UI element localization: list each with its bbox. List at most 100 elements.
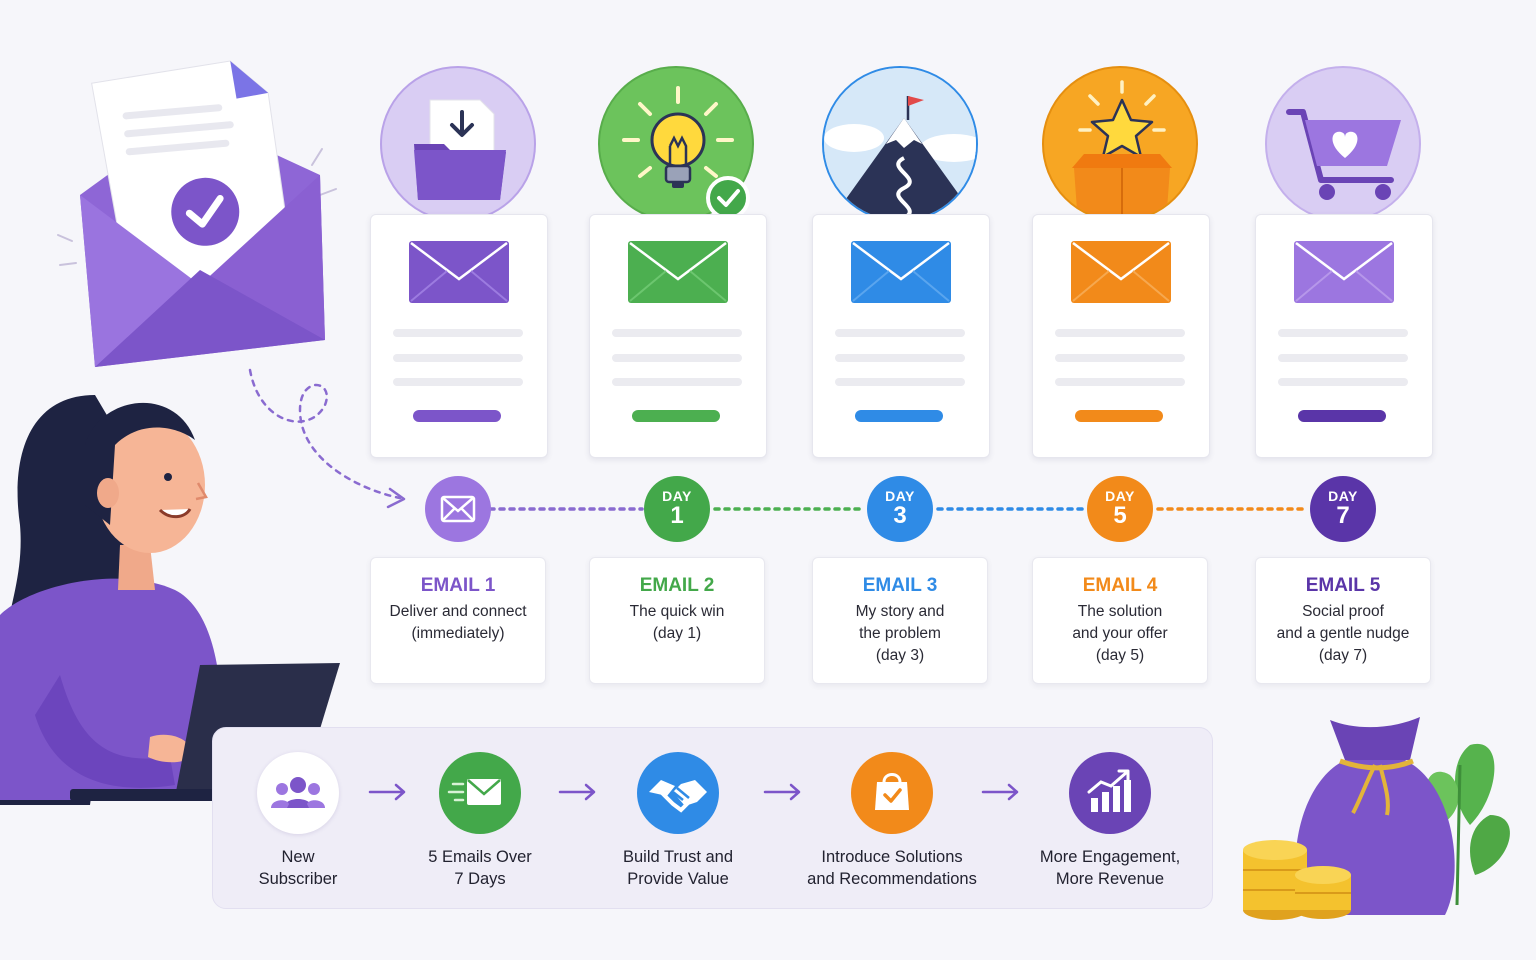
flow-step-label: Introduce Solutions and Recommendations: [787, 846, 997, 890]
email-label-card-2: EMAIL 2 The quick win (day 1): [589, 557, 765, 684]
email-label-card-3: EMAIL 3 My story and the problem (day 3): [812, 557, 988, 684]
flow-step-solutions-circle: [851, 752, 933, 834]
shopping-cart-heart-icon: [1286, 109, 1401, 200]
email-title: EMAIL 1: [420, 575, 496, 596]
flow-label-line: New: [281, 848, 315, 866]
flow-label-line: More Engagement,: [1039, 848, 1181, 866]
text-placeholder-line: [393, 354, 523, 362]
flow-step-trust-circle: [637, 752, 719, 834]
flow-step-label: New Subscriber: [218, 846, 378, 890]
folder-download-icon: [414, 99, 506, 200]
shopping-bag-check-icon: [875, 773, 909, 810]
day-number: 5: [1113, 502, 1127, 529]
topic-circle-lightbulb: [598, 66, 754, 222]
email-title: EMAIL 2: [639, 575, 715, 596]
cta-placeholder-bar: [1075, 410, 1163, 422]
envelope-icon: [628, 241, 728, 303]
email-preview-card-2: [589, 214, 767, 458]
handshake-icon: [649, 780, 707, 813]
text-placeholder-line: [1055, 329, 1185, 337]
description-line: The solution: [1077, 603, 1163, 620]
flow-step-label: Build Trust and Provide Value: [593, 846, 763, 890]
day-label: DAY: [662, 488, 692, 504]
envelope-icon: [1071, 241, 1171, 303]
email-description: Social proof and a gentle nudge (day 7): [1256, 601, 1430, 667]
day-label: DAY: [885, 488, 915, 504]
timeline-dotted-line: [488, 507, 1310, 511]
flow-step-new-subscriber-circle: [257, 752, 339, 834]
description-line: and a gentle nudge: [1276, 625, 1410, 642]
email-description: Deliver and connect (immediately): [371, 601, 545, 645]
flow-step-label: More Engagement, More Revenue: [1020, 846, 1200, 890]
timeline-marker-day-7: DAY 7: [1310, 476, 1376, 542]
timeline-marker-email-1: [425, 476, 491, 542]
flow-label-line: More Revenue: [1055, 870, 1165, 888]
description-line: and your offer: [1072, 625, 1168, 642]
envelope-icon: [409, 241, 509, 303]
flow-step-revenue-circle: [1069, 752, 1151, 834]
flow-label-line: Provide Value: [627, 870, 729, 888]
email-send-icon: [447, 779, 501, 805]
lightbulb-check-icon: [622, 86, 750, 220]
star-box-icon: [1072, 80, 1172, 220]
flow-label-line: and Recommendations: [807, 870, 977, 888]
email-title: EMAIL 3: [862, 575, 938, 596]
email-delivered-illustration: [57, 60, 337, 367]
cta-placeholder-bar: [855, 410, 943, 422]
timeline-marker-day-3: DAY 3: [867, 476, 933, 542]
text-placeholder-line: [1055, 354, 1185, 362]
dashed-arrow-decoration: [248, 368, 406, 509]
envelope-icon: [851, 241, 951, 303]
description-line: Social proof: [1302, 603, 1384, 620]
text-placeholder-line: [1278, 378, 1408, 386]
topic-circle-star-box: [1042, 66, 1198, 222]
description-line: the problem: [859, 625, 941, 642]
email-description: The quick win (day 1): [590, 601, 764, 645]
topic-circle-folder: [380, 66, 536, 222]
description-line: (day 3): [875, 647, 925, 664]
day-number: 7: [1336, 502, 1350, 529]
people-group-icon: [271, 777, 325, 808]
text-placeholder-line: [835, 378, 965, 386]
envelope-icon: [1294, 241, 1394, 303]
description-line: The quick win: [629, 603, 725, 620]
flow-label-line: Introduce Solutions: [821, 848, 963, 866]
flow-label-line: 5 Emails Over: [428, 848, 532, 866]
cta-placeholder-bar: [632, 410, 720, 422]
text-placeholder-line: [1278, 329, 1408, 337]
email-preview-card-1: [370, 214, 548, 458]
day-label: DAY: [1328, 488, 1358, 504]
money-bag-coins-illustration: [1243, 717, 1510, 920]
arrow-right-icon: [368, 783, 406, 801]
email-title: EMAIL 4: [1082, 575, 1158, 596]
topic-circle-mountain: [822, 66, 978, 222]
arrow-right-icon: [981, 783, 1019, 801]
mountain-flag-icon: [824, 68, 976, 220]
day-number: 3: [893, 502, 907, 529]
arrow-right-icon: [558, 783, 596, 801]
description-line: (day 7): [1318, 647, 1368, 664]
text-placeholder-line: [835, 329, 965, 337]
email-preview-card-4: [1032, 214, 1210, 458]
cta-placeholder-bar: [413, 410, 501, 422]
description-line: My story and: [855, 603, 945, 620]
topic-circle-cart: [1265, 66, 1421, 222]
text-placeholder-line: [1278, 354, 1408, 362]
flow-label-line: Build Trust and: [622, 848, 734, 866]
text-placeholder-line: [1055, 378, 1185, 386]
flow-label-line: Subscriber: [258, 870, 338, 888]
description-line: (day 1): [652, 625, 702, 642]
text-placeholder-line: [612, 329, 742, 337]
timeline-marker-day-1: DAY 1: [644, 476, 710, 542]
text-placeholder-line: [393, 378, 523, 386]
woman-with-laptop-illustration: [0, 395, 340, 805]
flow-label-line: 7 Days: [454, 870, 506, 888]
day-label: DAY: [1105, 488, 1135, 504]
email-label-card-4: EMAIL 4 The solution and your offer (day…: [1032, 557, 1208, 684]
arrow-right-icon: [763, 783, 801, 801]
text-placeholder-line: [612, 354, 742, 362]
email-preview-card-5: [1255, 214, 1433, 458]
email-description: My story and the problem (day 3): [813, 601, 987, 667]
text-placeholder-line: [835, 354, 965, 362]
description-line: Deliver and connect: [389, 603, 527, 620]
